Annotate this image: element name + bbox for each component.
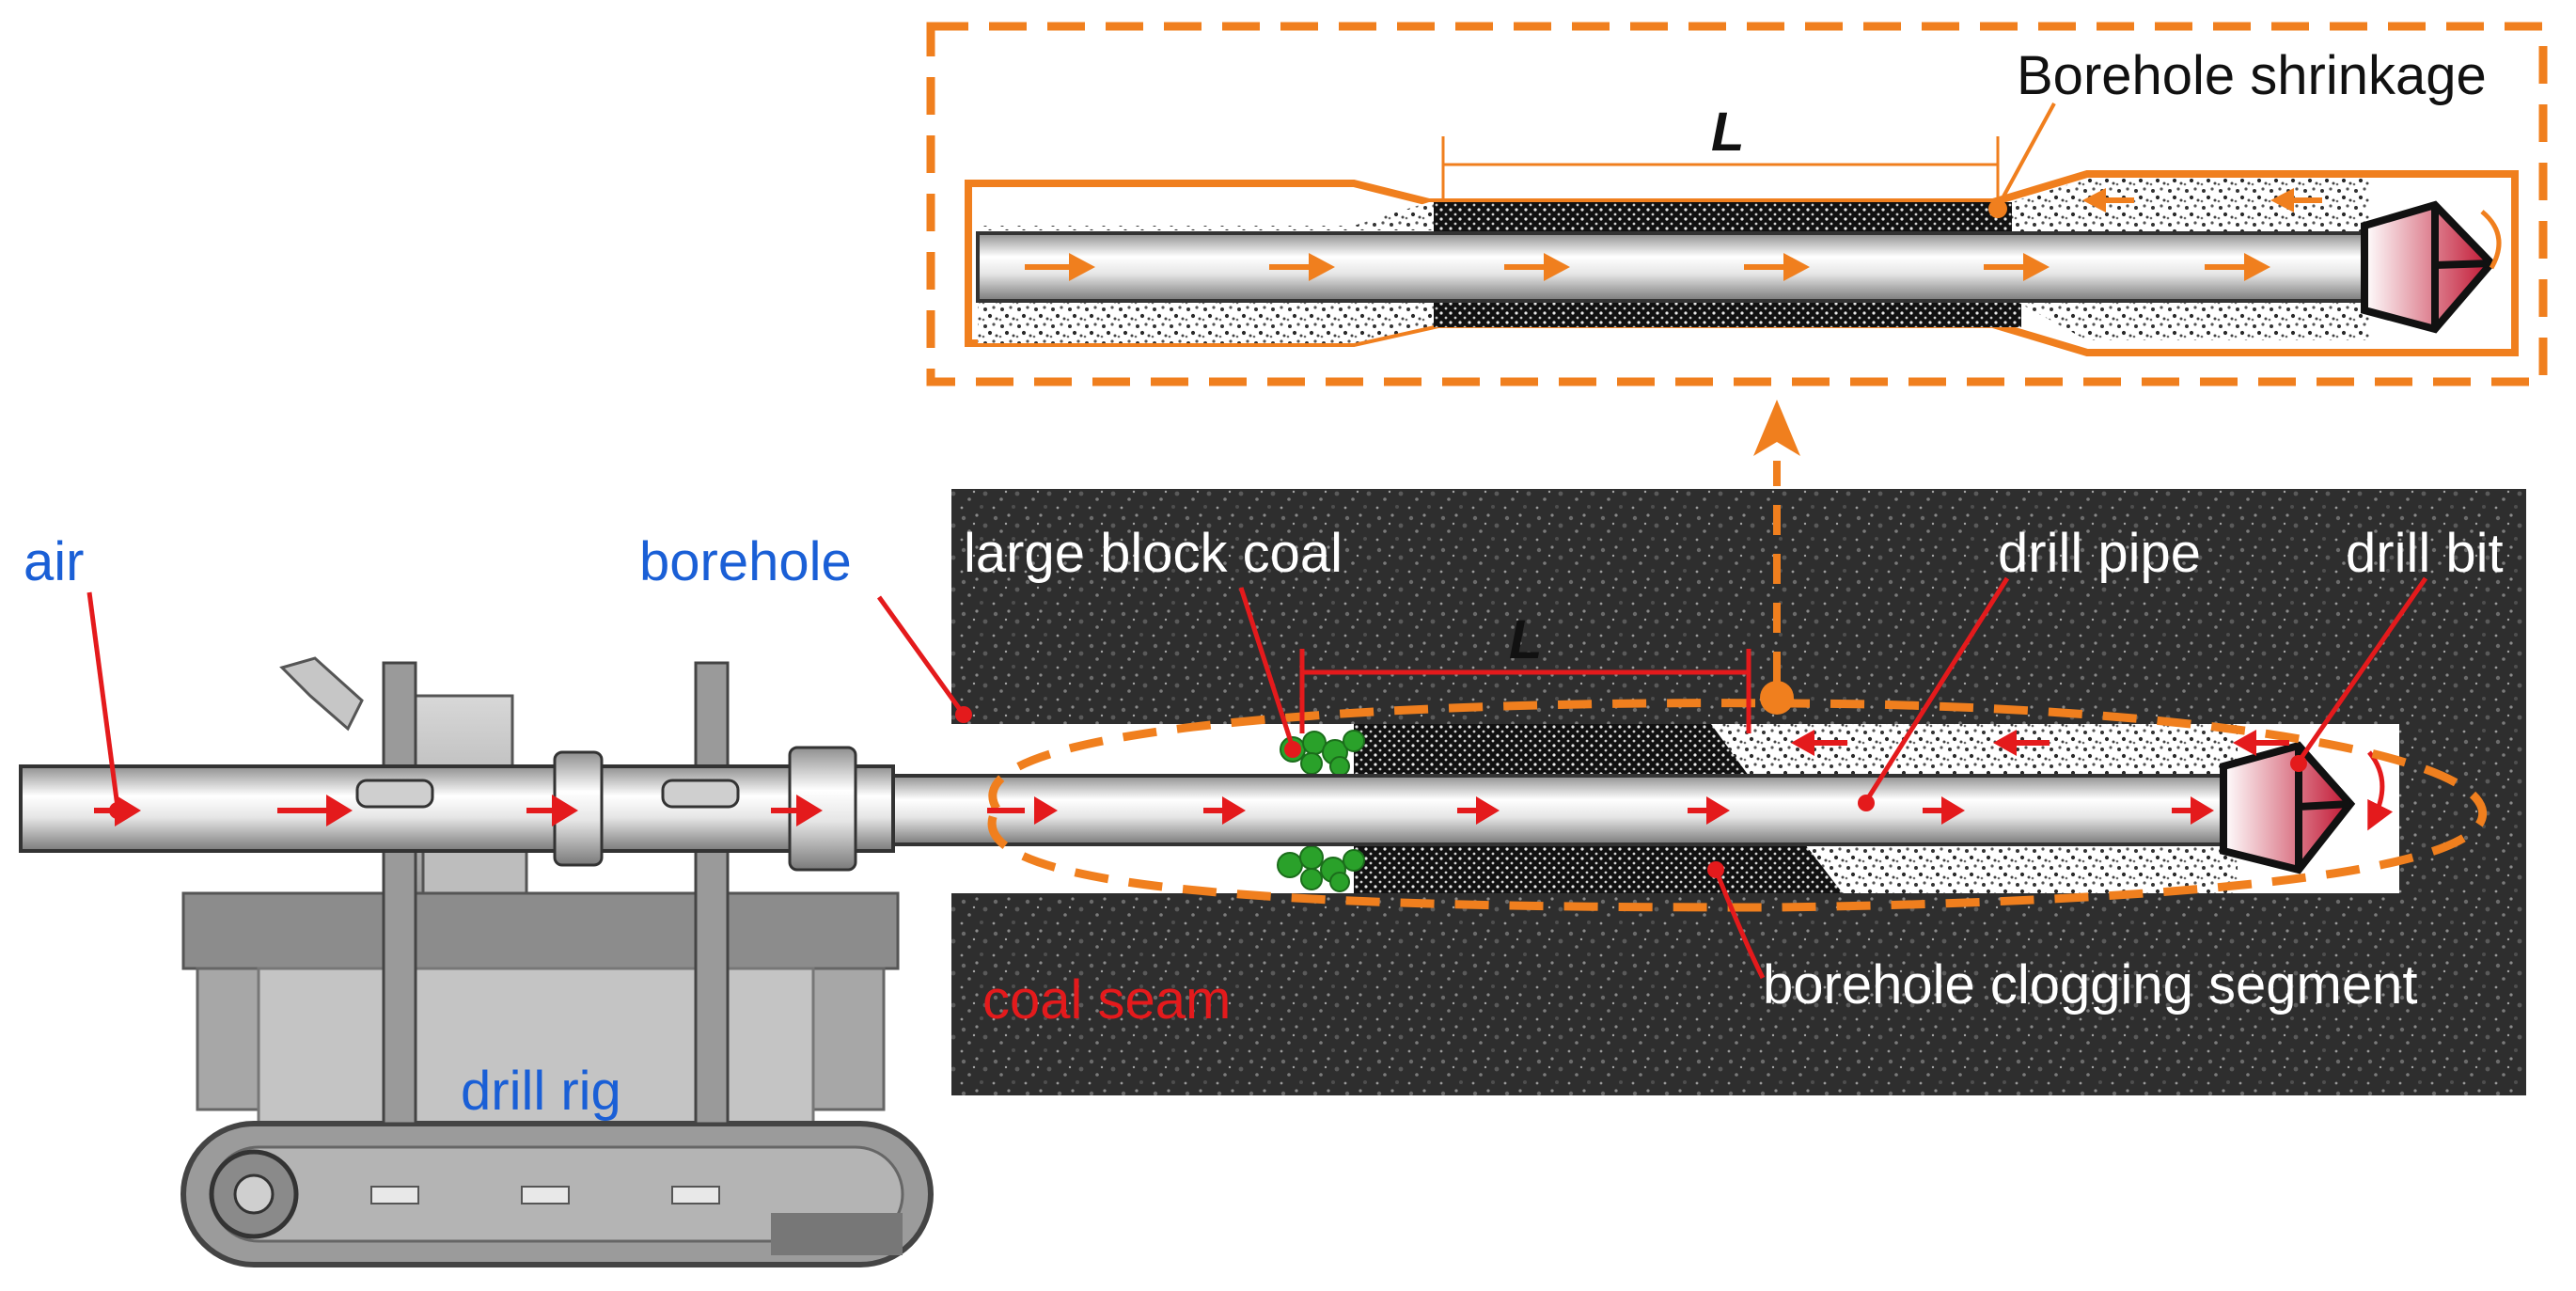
length-label-main: L xyxy=(1509,609,1542,670)
rig-base-beam xyxy=(181,891,900,970)
label-drill-bit: drill bit xyxy=(2346,523,2504,584)
label-drill-rig: drill rig xyxy=(461,1061,621,1122)
length-dimension-inset xyxy=(1441,136,2000,202)
label-clogging-segment: borehole clogging segment xyxy=(1763,954,2417,1015)
label-air: air xyxy=(24,531,84,592)
rig-pipe xyxy=(19,764,895,853)
rig-post-left xyxy=(382,661,417,1126)
clogging-segment-top xyxy=(1354,724,1749,776)
large-block-coal-pointer xyxy=(1238,587,1296,748)
zoom-region-ellipse xyxy=(987,699,2488,912)
shrinkage-point xyxy=(1760,681,1794,715)
drill-pipe-pointer xyxy=(1863,576,2010,803)
inset-detail xyxy=(965,170,2519,356)
label-borehole: borehole xyxy=(639,531,852,592)
loose-cuttings-top xyxy=(1692,724,2238,776)
label-drill-pipe: drill pipe xyxy=(1998,523,2201,584)
clogging-segment-bottom xyxy=(1354,844,1843,893)
drill-pipe xyxy=(891,774,2230,846)
borehole-pointer xyxy=(876,595,966,716)
length-dimension-main xyxy=(1299,649,1751,733)
clogging-segment-pointer xyxy=(1713,869,1766,980)
rig-post-right xyxy=(694,661,730,1126)
return-flow-arrows xyxy=(1791,730,2289,756)
label-large-block-coal: large block coal xyxy=(964,523,1343,584)
flow-arrows-rig xyxy=(94,795,823,827)
shrinkage-pointer xyxy=(1996,102,2056,208)
zoom-connector-arrow xyxy=(1753,400,1800,456)
length-label-inset: L xyxy=(1711,102,1744,163)
air-pointer xyxy=(86,591,120,808)
inset-flow-arrows xyxy=(1025,188,2322,281)
large-block-coal xyxy=(1277,730,1365,892)
flow-arrows-main xyxy=(987,796,2214,825)
loose-cuttings-bottom xyxy=(1767,844,2238,893)
label-coal-seam: coal seam xyxy=(982,969,1231,1031)
drill-rig xyxy=(19,656,934,1267)
label-shrinkage: Borehole shrinkage xyxy=(2017,45,2487,106)
drill-bit-pointer xyxy=(2296,576,2428,764)
